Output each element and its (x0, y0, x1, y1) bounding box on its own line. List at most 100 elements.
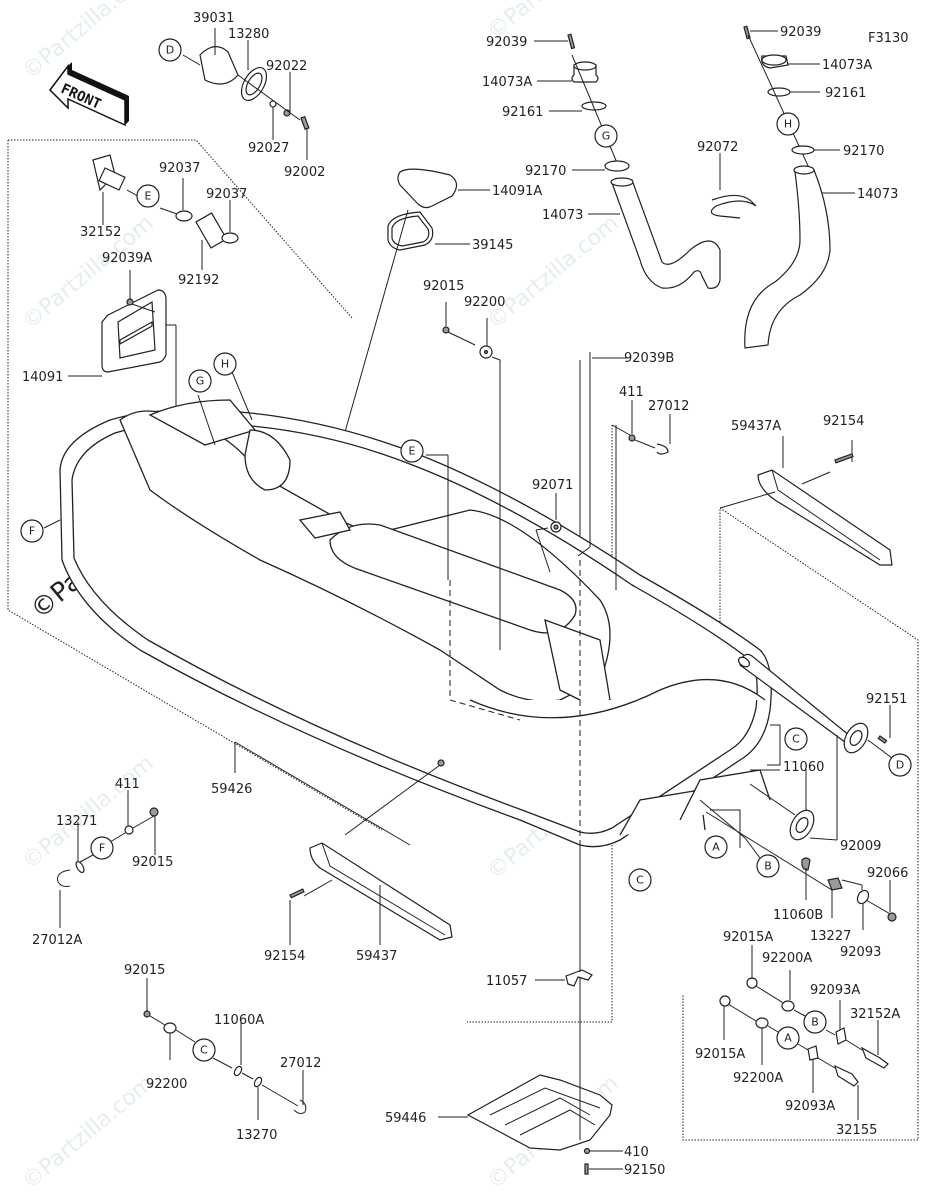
watermark: ©Partzilla.com (18, 0, 159, 85)
part-label: 92015A (695, 1047, 745, 1062)
part-label: 14091 (22, 370, 63, 385)
nozzle-assembly (182, 28, 310, 160)
svg-text:A: A (712, 841, 720, 854)
svg-text:B: B (764, 860, 772, 873)
part-label: 92200A (733, 1071, 783, 1086)
part-label: 59446 (385, 1111, 426, 1126)
watermark: ©Partzilla.com (18, 1071, 159, 1195)
part-label: 92151 (866, 692, 907, 707)
part-label: 92037 (159, 161, 200, 176)
fastener-group-c (143, 978, 307, 1120)
callout-letters: D E G H G H F E C D A B C F C B A (20, 38, 912, 1062)
svg-text:C: C (636, 874, 644, 887)
part-label: 92170 (525, 164, 566, 179)
part-label: 13270 (236, 1128, 277, 1143)
callout-b-hull: B (756, 854, 780, 878)
part-label: 410 (624, 1145, 649, 1160)
part-label: 92093A (810, 983, 860, 998)
step-59437A (719, 436, 893, 566)
callout-g-hull: G (188, 369, 212, 393)
svg-text:C: C (200, 1044, 208, 1057)
part-label: 92154 (264, 949, 305, 964)
part-label: 92066 (867, 866, 908, 881)
hose-assembly-g (534, 33, 721, 289)
part-label: 92200 (146, 1077, 187, 1092)
callout-f-low: F (90, 836, 114, 860)
part-label: 92015A (723, 930, 773, 945)
callout-c-hull: C (628, 868, 652, 892)
part-label: 32152 (80, 225, 121, 240)
part-label: 92039B (624, 351, 674, 366)
svg-text:B: B (811, 1016, 819, 1029)
part-label: 39145 (472, 238, 513, 253)
callout-g-top: G (594, 124, 618, 148)
part-label: 39031 (193, 11, 234, 26)
part-label: 92039 (780, 25, 821, 40)
callout-e-hull: E (400, 439, 424, 463)
part-label: 14073A (822, 58, 872, 73)
callout-e-top: E (136, 184, 160, 208)
part-label: 14091A (492, 184, 542, 199)
callout-a-stud: A (776, 1026, 800, 1050)
part-label: 92039A (102, 251, 152, 266)
svg-text:D: D (166, 44, 174, 57)
part-label: 92027 (248, 141, 289, 156)
part-label: 92192 (178, 273, 219, 288)
part-label: 11057 (486, 974, 527, 989)
svg-text:E: E (145, 190, 152, 203)
callout-h-top: H (776, 112, 800, 136)
part-label: 92037 (206, 187, 247, 202)
part-label: 92009 (840, 839, 881, 854)
part-label: 92200 (464, 295, 505, 310)
front-arrow-icon: FRONT (49, 62, 129, 127)
cover-plate-14091 (68, 270, 177, 415)
svg-text:G: G (602, 130, 611, 143)
part-label: 92150 (624, 1163, 665, 1178)
bottom-parts (438, 962, 623, 1175)
part-label: 92072 (697, 140, 738, 155)
figure-code: F3130 (868, 31, 909, 46)
part-label: 27012 (280, 1056, 321, 1071)
svg-text:G: G (196, 375, 205, 388)
svg-text:E: E (409, 445, 416, 458)
part-label: 92002 (284, 165, 325, 180)
part-label: 13227 (810, 929, 851, 944)
part-label: 11060 (783, 760, 824, 775)
callout-b-stud: B (803, 1010, 827, 1034)
part-label: 92015 (124, 963, 165, 978)
svg-text:H: H (221, 358, 229, 371)
part-label: 92161 (825, 86, 866, 101)
strap-92072 (710, 153, 757, 219)
part-label: 92170 (843, 144, 884, 159)
part-label: 92015 (423, 279, 464, 294)
part-label: 14073A (482, 75, 532, 90)
hull-hardware (43, 302, 671, 1020)
hose-assembly-h (743, 25, 855, 349)
step-59437 (289, 759, 453, 945)
part-label: 92093 (840, 945, 881, 960)
part-label: 92039 (486, 35, 527, 50)
svg-text:D: D (896, 759, 904, 772)
svg-text:C: C (792, 733, 800, 746)
callout-c-low: C (192, 1038, 216, 1062)
part-label: 411 (619, 385, 644, 400)
part-label: 92154 (823, 414, 864, 429)
part-label: 32152A (850, 1007, 900, 1022)
watermark: ©Partzilla.com (483, 211, 624, 335)
part-label: 14073 (857, 187, 898, 202)
part-label: 411 (115, 777, 140, 792)
callout-a-hull: A (704, 835, 728, 859)
svg-text:A: A (784, 1032, 792, 1045)
part-label: 92071 (532, 478, 573, 493)
part-label: 59426 (211, 782, 252, 797)
svg-text:F: F (99, 842, 105, 855)
part-label: 13271 (56, 814, 97, 829)
callout-d-right: D (888, 753, 912, 777)
callout-f-hull: F (20, 519, 44, 543)
jet-pump-parts (699, 653, 897, 930)
svg-text:F: F (29, 525, 35, 538)
callout-h-hull: H (213, 352, 237, 376)
part-label: 11060B (773, 908, 823, 923)
svg-text:H: H (784, 118, 792, 131)
